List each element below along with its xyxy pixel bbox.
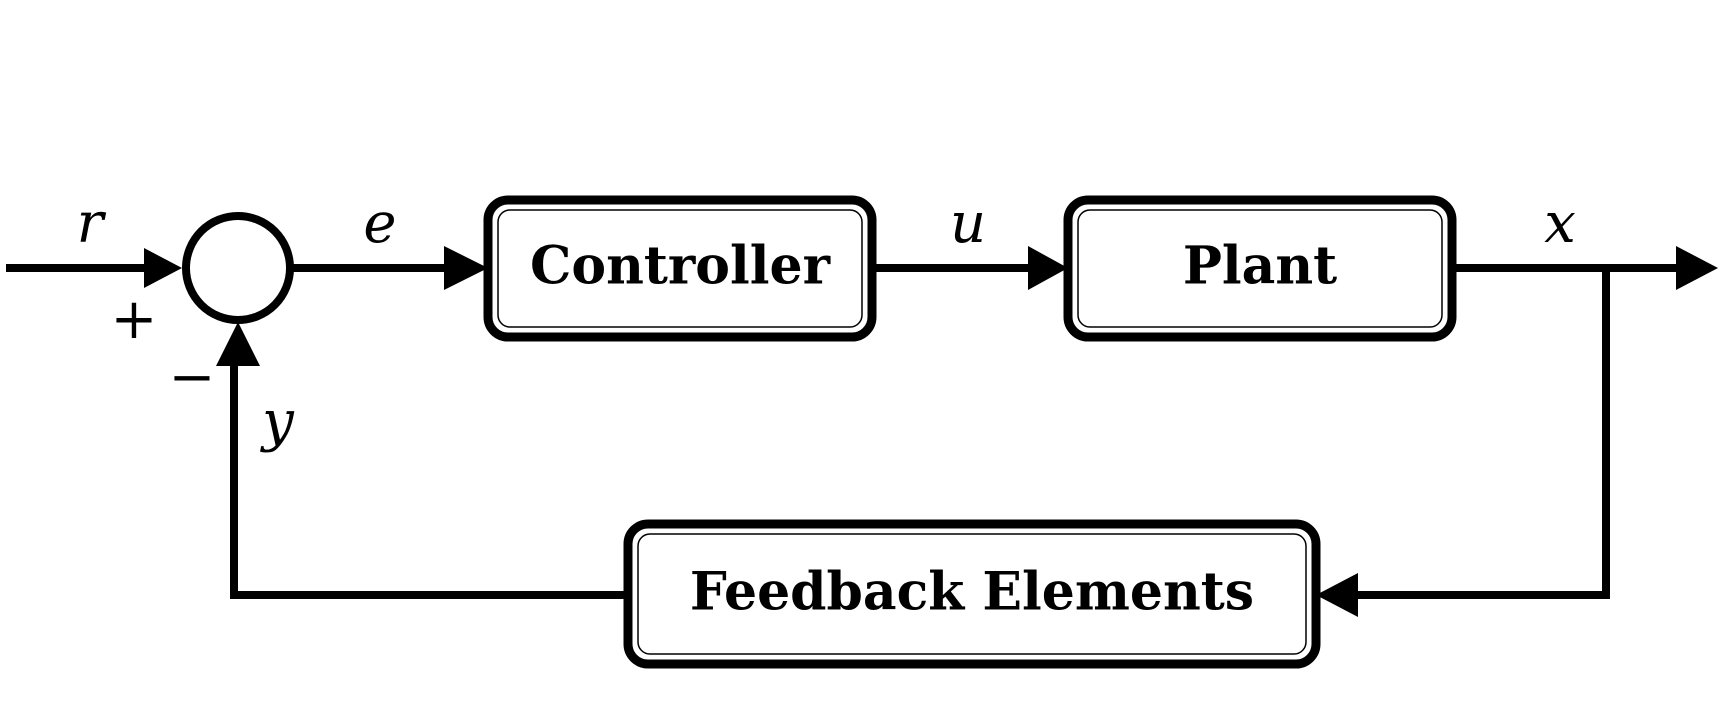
feedback-arrowhead bbox=[1316, 573, 1358, 617]
signal-label-e: e bbox=[363, 191, 396, 256]
feedback-label: Feedback Elements bbox=[690, 562, 1254, 623]
minus-sign: − bbox=[169, 345, 216, 410]
control-arrowhead bbox=[1028, 246, 1068, 290]
signal-label-y: y bbox=[259, 389, 295, 454]
plus-sign: + bbox=[111, 287, 158, 352]
output-arrowhead bbox=[1676, 246, 1718, 290]
controller-label: Controller bbox=[530, 236, 831, 297]
controller-block: Controller bbox=[483, 195, 877, 342]
signal-label-u: u bbox=[950, 191, 986, 256]
feedback-return-line bbox=[230, 360, 628, 599]
error-arrowhead bbox=[444, 246, 488, 290]
plant-block: Plant bbox=[1063, 195, 1457, 342]
plant-label: Plant bbox=[1183, 236, 1337, 297]
summing-junction bbox=[182, 212, 294, 324]
signal-label-x: x bbox=[1544, 191, 1576, 256]
input-arrowhead bbox=[144, 248, 182, 288]
feedback-tap-line bbox=[1354, 268, 1610, 599]
feedback-block: Feedback Elements bbox=[623, 519, 1321, 669]
signal-label-r: r bbox=[77, 191, 107, 256]
feedback-return-arrowhead bbox=[216, 322, 260, 366]
